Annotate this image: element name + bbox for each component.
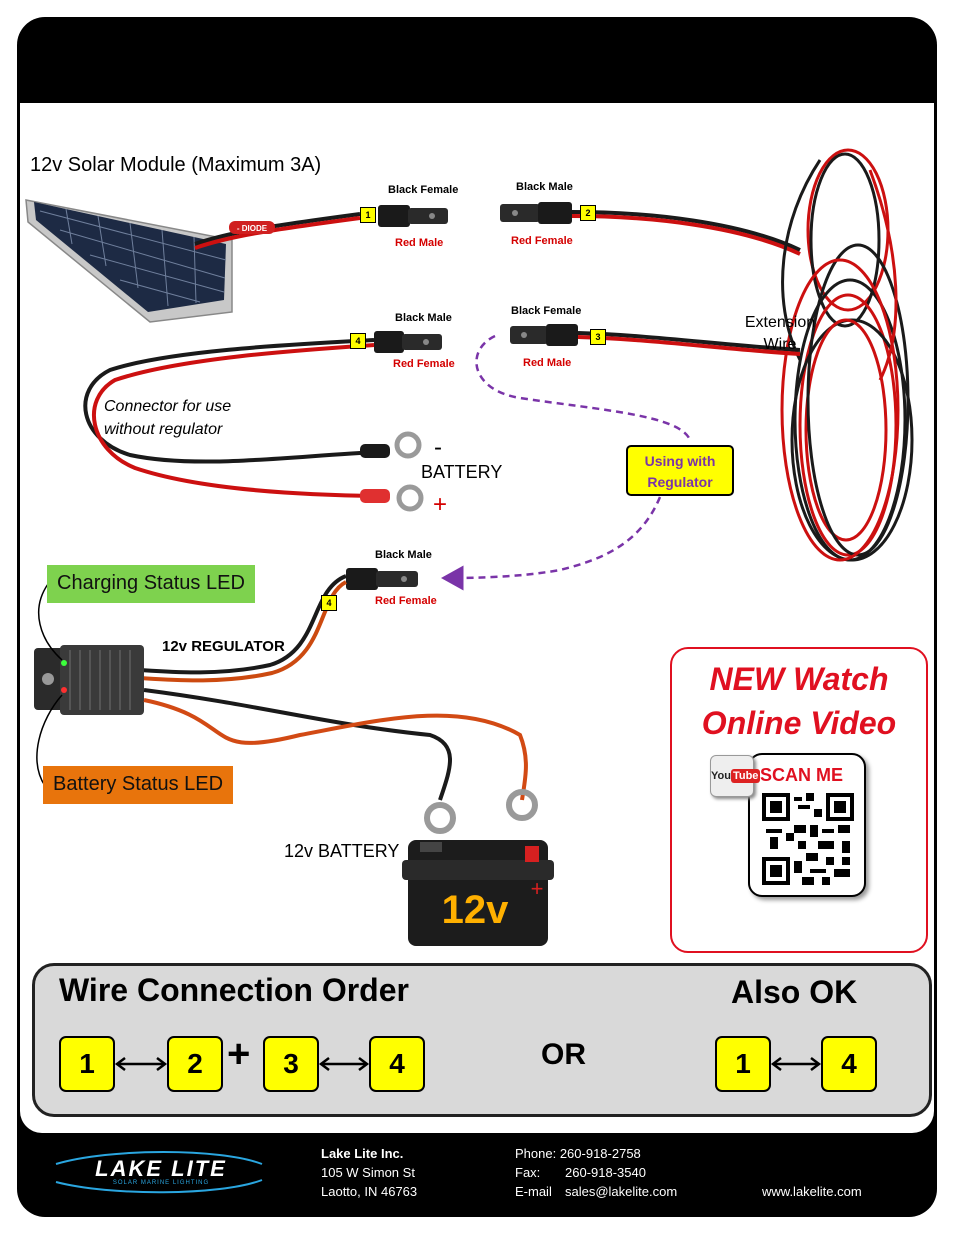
lake-lite-logo-icon	[55, 1151, 263, 1194]
logo-text: LAKE LITE	[95, 1156, 227, 1181]
c4b-bottom-label: Red Female	[375, 595, 437, 607]
order-key-4: 4	[369, 1036, 425, 1092]
extension-wire-label: Extension Wire	[744, 314, 816, 353]
also-ok-title: Also OK	[731, 974, 858, 1010]
c4-top-label: Black Male	[395, 312, 452, 324]
battery-12v: 12v +	[402, 840, 554, 946]
logo-subtext: SOLAR MARINE LIGHTING	[112, 1180, 210, 1186]
or-label: OR	[541, 1038, 586, 1071]
c4-bottom-label: Red Female	[393, 358, 455, 370]
c1-top-label: Black Female	[388, 184, 459, 196]
scan-me-label: SCAN ME	[760, 765, 844, 785]
also-key-4: 4	[821, 1036, 877, 1092]
c3-top-label: Black Female	[511, 305, 582, 317]
qr-code-icon	[762, 793, 854, 885]
extension-coil	[780, 148, 914, 562]
tag-3: 3	[590, 329, 606, 345]
order-title: Wire Connection Order	[59, 972, 409, 1008]
c3-bottom-label: Red Male	[523, 357, 572, 369]
connector-4-regulator	[346, 568, 418, 590]
plus-sign: +	[227, 1032, 251, 1076]
footer-contact: Phone: 260-918-2758 Fax:260-918-3540 E-m…	[515, 1146, 678, 1199]
tag-4: 4	[350, 333, 366, 349]
regulator-note-box: Using with Regulator	[626, 445, 734, 496]
regulator-label: 12v REGULATOR	[162, 638, 285, 655]
qr-card[interactable]: SCAN ME	[748, 753, 866, 897]
c2-top-label: Black Male	[516, 181, 573, 193]
diode-label: - DIODE	[237, 224, 268, 233]
battery-led-label: Battery Status LED	[43, 766, 234, 804]
c4b-top-label: Black Male	[375, 549, 432, 561]
tag-1: 1	[360, 207, 376, 223]
battery-minus: -	[434, 434, 442, 461]
footer-address: Lake Lite Inc. 105 W Simon St Laotto, IN…	[321, 1146, 418, 1199]
regulator	[34, 645, 144, 715]
connector-3	[510, 324, 578, 346]
charging-led-label: Charging Status LED	[47, 565, 255, 603]
connector-2	[500, 202, 572, 224]
footer-logo: LAKE LITE SOLAR MARINE LIGHTING	[50, 1150, 268, 1194]
tag-4-regulator: 4	[321, 595, 337, 611]
battery-plus: +	[433, 491, 448, 518]
no-regulator-note: Connector for use without regulator	[104, 398, 232, 438]
connector-1	[378, 205, 448, 227]
video-title: NEW Watch Online Video	[701, 661, 897, 741]
diode	[229, 221, 275, 234]
also-key-1: 1	[715, 1036, 771, 1092]
connection-order-box: Wire Connection Order Also OK 1 2 + 3 4 …	[32, 963, 932, 1117]
solar-panel	[25, 199, 233, 323]
order-key-3: 3	[263, 1036, 319, 1092]
battery-label: 12v BATTERY	[284, 841, 400, 861]
battery-terminal-label: BATTERY	[421, 462, 503, 482]
order-key-2: 2	[167, 1036, 223, 1092]
order-arrows	[114, 1057, 822, 1071]
c2-bottom-label: Red Female	[511, 235, 573, 247]
battery-face-label: 12v	[442, 888, 509, 932]
website-link[interactable]: www.lakelite.com	[762, 1184, 862, 1199]
c1-bottom-label: Red Male	[395, 237, 444, 249]
order-key-1: 1	[59, 1036, 115, 1092]
email-link[interactable]: sales@lakelite.com	[565, 1184, 678, 1199]
solar-module-title: 12v Solar Module (Maximum 3A)	[30, 154, 322, 176]
tag-2: 2	[580, 205, 596, 221]
battery-plus-sign: +	[531, 876, 544, 901]
connector-4	[374, 331, 442, 353]
